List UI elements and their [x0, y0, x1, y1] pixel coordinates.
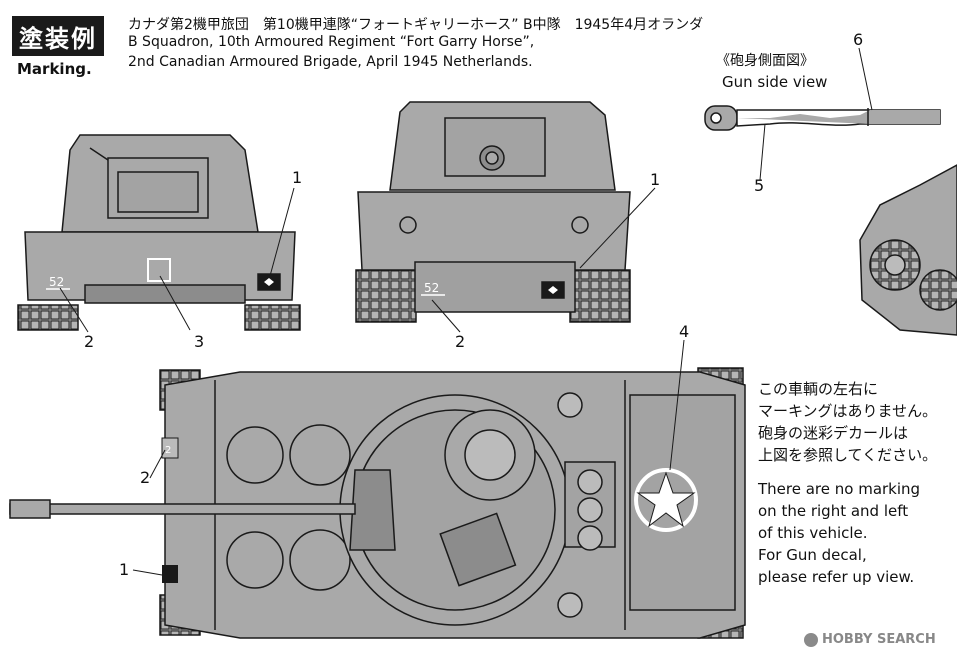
callout-2-rear-center: 2 — [455, 332, 466, 351]
allied-star-decal — [634, 468, 698, 532]
note-en-line: please refer up view. — [758, 568, 915, 586]
hatch-codriver — [226, 531, 284, 589]
note-jp-line: 上図を参照してください。 — [758, 446, 938, 464]
callout-2-rear-left: 2 — [84, 332, 95, 351]
callout-3-rear-left: 3 — [194, 332, 205, 351]
gun-view-title-en: Gun side view — [722, 73, 828, 91]
track-right — [244, 304, 301, 331]
marking-badge: 塗装例 — [12, 16, 104, 56]
decal-1-top — [162, 565, 178, 583]
callout-1-top: 1 — [119, 560, 130, 579]
unit-title-english-1: B Squadron, 10th Armoured Regiment “Fort… — [128, 34, 535, 50]
hull-rear — [357, 191, 631, 271]
watermark-text: HOBBY SEARCH — [822, 632, 936, 647]
decal-2-top — [161, 437, 179, 459]
note-japanese: この車輌の左右に マーキングはありません。 砲身の迷彩デカールは 上図を参照して… — [758, 378, 937, 466]
rear-view-left — [17, 134, 301, 331]
loader-hatch — [439, 512, 517, 587]
hull-rear — [24, 231, 296, 301]
note-en-line: on the right and left — [758, 502, 909, 520]
marking-subtitle: Marking. — [17, 60, 92, 78]
note-jp-line: この車輌の左右に — [758, 380, 879, 398]
callout-4-top: 4 — [679, 322, 690, 341]
decal-3-box — [147, 258, 171, 282]
top-view — [9, 367, 746, 639]
watermark-logo-icon — [804, 632, 818, 647]
gun-view-title-jp: 《砲身側面図》 — [716, 53, 814, 69]
gun-mantlet — [349, 469, 396, 551]
note-en-line: of this vehicle. — [758, 524, 868, 542]
note-en-line: For Gun decal, — [758, 546, 867, 564]
exhaust-deflector — [84, 284, 246, 304]
track-right — [569, 269, 631, 323]
side-view-partial — [859, 164, 957, 336]
callout-1-rear-center: 1 — [650, 170, 661, 189]
note-en-line: There are no marking — [758, 480, 921, 498]
rear-view-center — [355, 101, 631, 323]
callout-1-rear-left: 1 — [292, 168, 303, 187]
callout-5-gun: 5 — [754, 176, 765, 195]
gun-side-view — [704, 105, 941, 131]
unit-title-english-2: 2nd Canadian Armoured Brigade, April 194… — [128, 54, 533, 70]
hatch-driver — [226, 426, 284, 484]
note-jp-line: 砲身の迷彩デカールは — [758, 424, 909, 442]
note-english: There are no marking on the right and le… — [758, 478, 920, 588]
callout-6-gun: 6 — [853, 30, 864, 49]
vehicle-number-rear-center: 52 — [424, 281, 439, 295]
note-jp-line: マーキングはありません。 — [758, 402, 938, 420]
decal-number-top: 2 — [165, 445, 171, 456]
track-left — [17, 304, 79, 331]
callout-2-top: 2 — [140, 468, 151, 487]
main-gun-barrel — [9, 503, 356, 515]
vehicle-number-rear-left: 52 — [49, 275, 64, 289]
engine-deck — [629, 394, 736, 611]
watermark: HOBBY SEARCH — [804, 632, 936, 647]
unit-title-japanese: カナダ第2機甲旅団 第10機甲連隊“フォートギャリーホース” B中隊 1945年… — [128, 17, 704, 33]
track-left — [355, 269, 417, 323]
muzzle-brake — [9, 499, 51, 519]
